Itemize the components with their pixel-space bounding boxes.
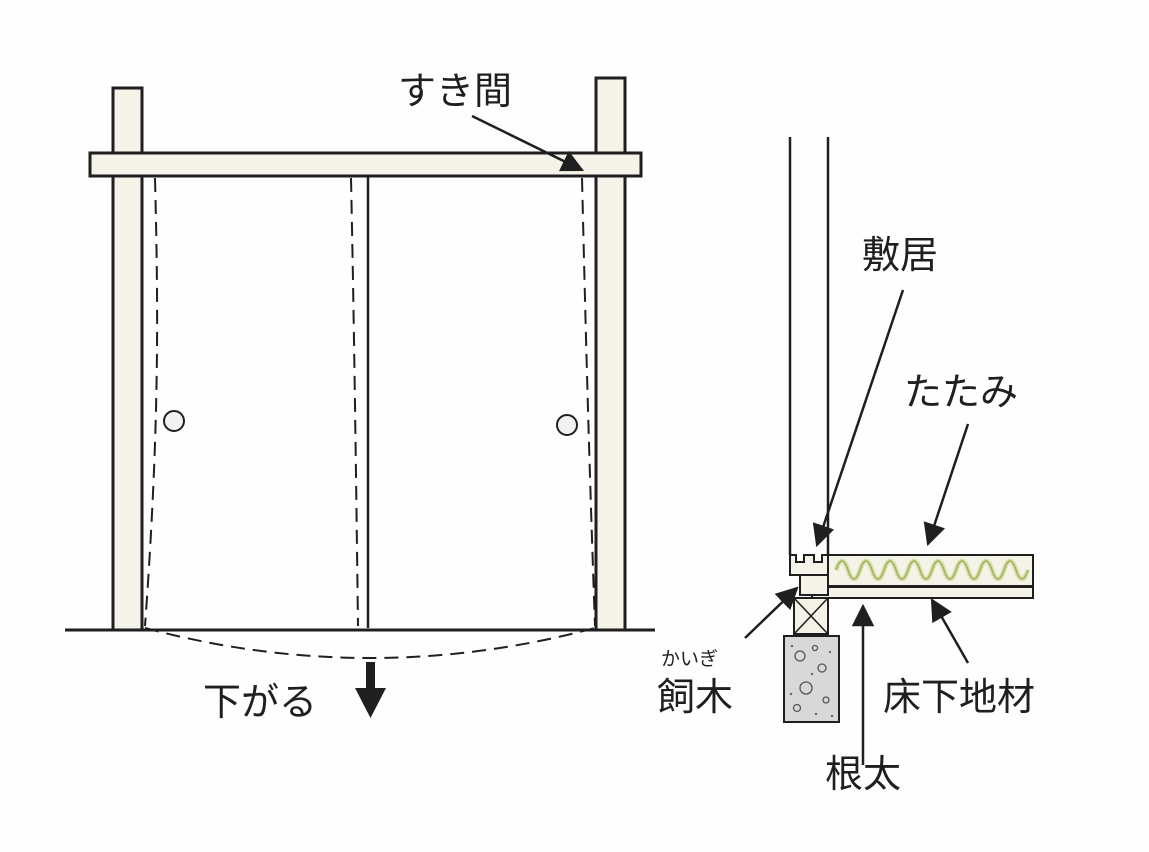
cross-section [783,137,1034,723]
dashed-right-edge [581,177,596,627]
tatami-weave-fill [833,558,1031,582]
concrete-dots [789,644,834,718]
joist-x-2 [793,597,829,635]
subfloor-label: 床下地材 [883,675,1035,719]
down-arrow-icon [355,662,386,718]
gap-arrow [471,114,585,172]
subfloor-board [811,586,1034,599]
dashed-left-edge [144,177,159,627]
sill-block [799,574,829,596]
threshold-arrow [812,289,905,548]
sag-label: 下がる [203,680,317,724]
door-frame-left [65,76,655,659]
dashed-center-left [350,177,359,627]
threshold-block [789,554,829,576]
dashed-sag-curve [144,627,596,659]
door-pull-right [556,414,578,436]
threshold-label: 敷居 [862,233,938,277]
subfloor-arrow [930,598,970,664]
concrete-aggregate [792,644,830,713]
sill-label: 飼木 [657,675,733,719]
sill-arrow [744,586,799,639]
tatami-arrow [923,423,970,547]
sill-reading-label: かいぎ [661,648,718,670]
concrete-foundation [783,635,840,723]
lintel [88,151,643,178]
tatami-label: たたみ [904,370,1018,414]
door-pull-left [163,410,185,432]
joist-label: 根太 [825,752,901,796]
gap-label: すき間 [398,69,512,113]
